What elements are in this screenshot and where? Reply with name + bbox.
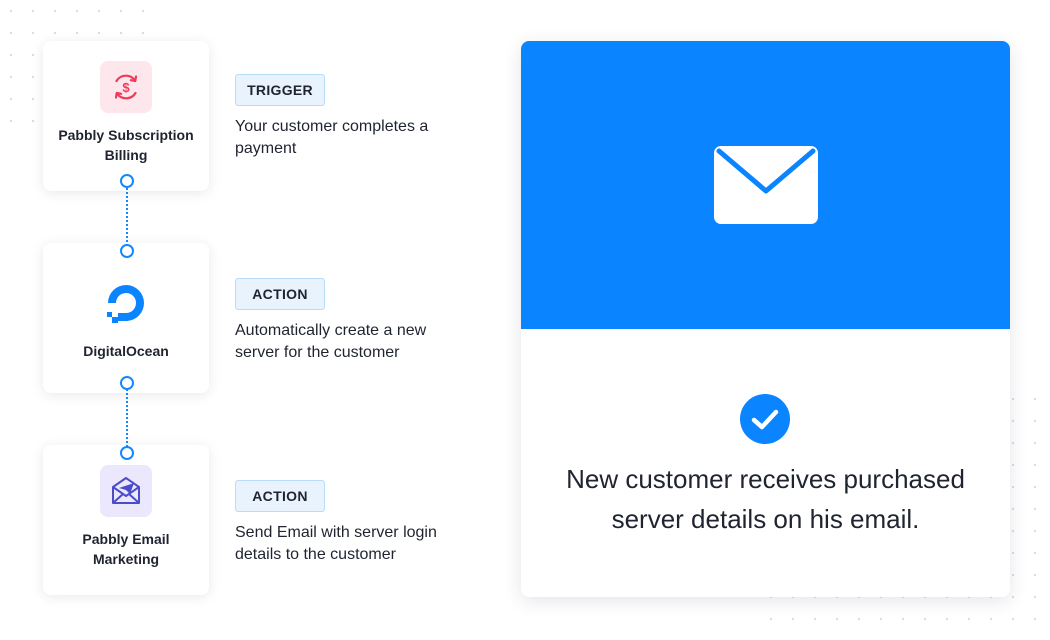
digitalocean-logo-icon — [100, 277, 152, 329]
action-badge: ACTION — [235, 480, 325, 512]
check-circle-icon — [740, 394, 790, 444]
result-banner — [521, 41, 1010, 329]
app-card-pabbly-subscription-billing: $ Pabbly Subscription Billing — [43, 41, 209, 191]
step-description: Automatically create a new server for th… — [235, 322, 427, 361]
app-name: DigitalOcean — [83, 343, 169, 359]
app-name: Pabbly Email Marketing — [82, 531, 170, 567]
result-text: New customer receives purchased server d… — [566, 464, 965, 534]
envelope-send-icon — [100, 465, 152, 517]
dollar-refresh-icon: $ — [100, 61, 152, 113]
connector-node — [120, 244, 134, 258]
connector-node — [120, 446, 134, 460]
trigger-badge: TRIGGER — [235, 74, 325, 106]
connector-line — [126, 188, 128, 246]
app-name: Pabbly Subscription Billing — [58, 127, 194, 163]
connector-line — [126, 389, 128, 447]
app-card-pabbly-email-marketing: Pabbly Email Marketing — [43, 445, 209, 595]
connector-node — [120, 174, 134, 188]
mail-icon — [713, 146, 818, 224]
step-description: Your customer completes a payment — [235, 118, 429, 157]
app-card-digitalocean: DigitalOcean — [43, 243, 209, 393]
step-description: Send Email with server login details to … — [235, 524, 437, 563]
result-panel: New customer receives purchased server d… — [521, 41, 1010, 597]
svg-text:$: $ — [122, 80, 130, 95]
connector-node — [120, 376, 134, 390]
action-badge: ACTION — [235, 278, 325, 310]
